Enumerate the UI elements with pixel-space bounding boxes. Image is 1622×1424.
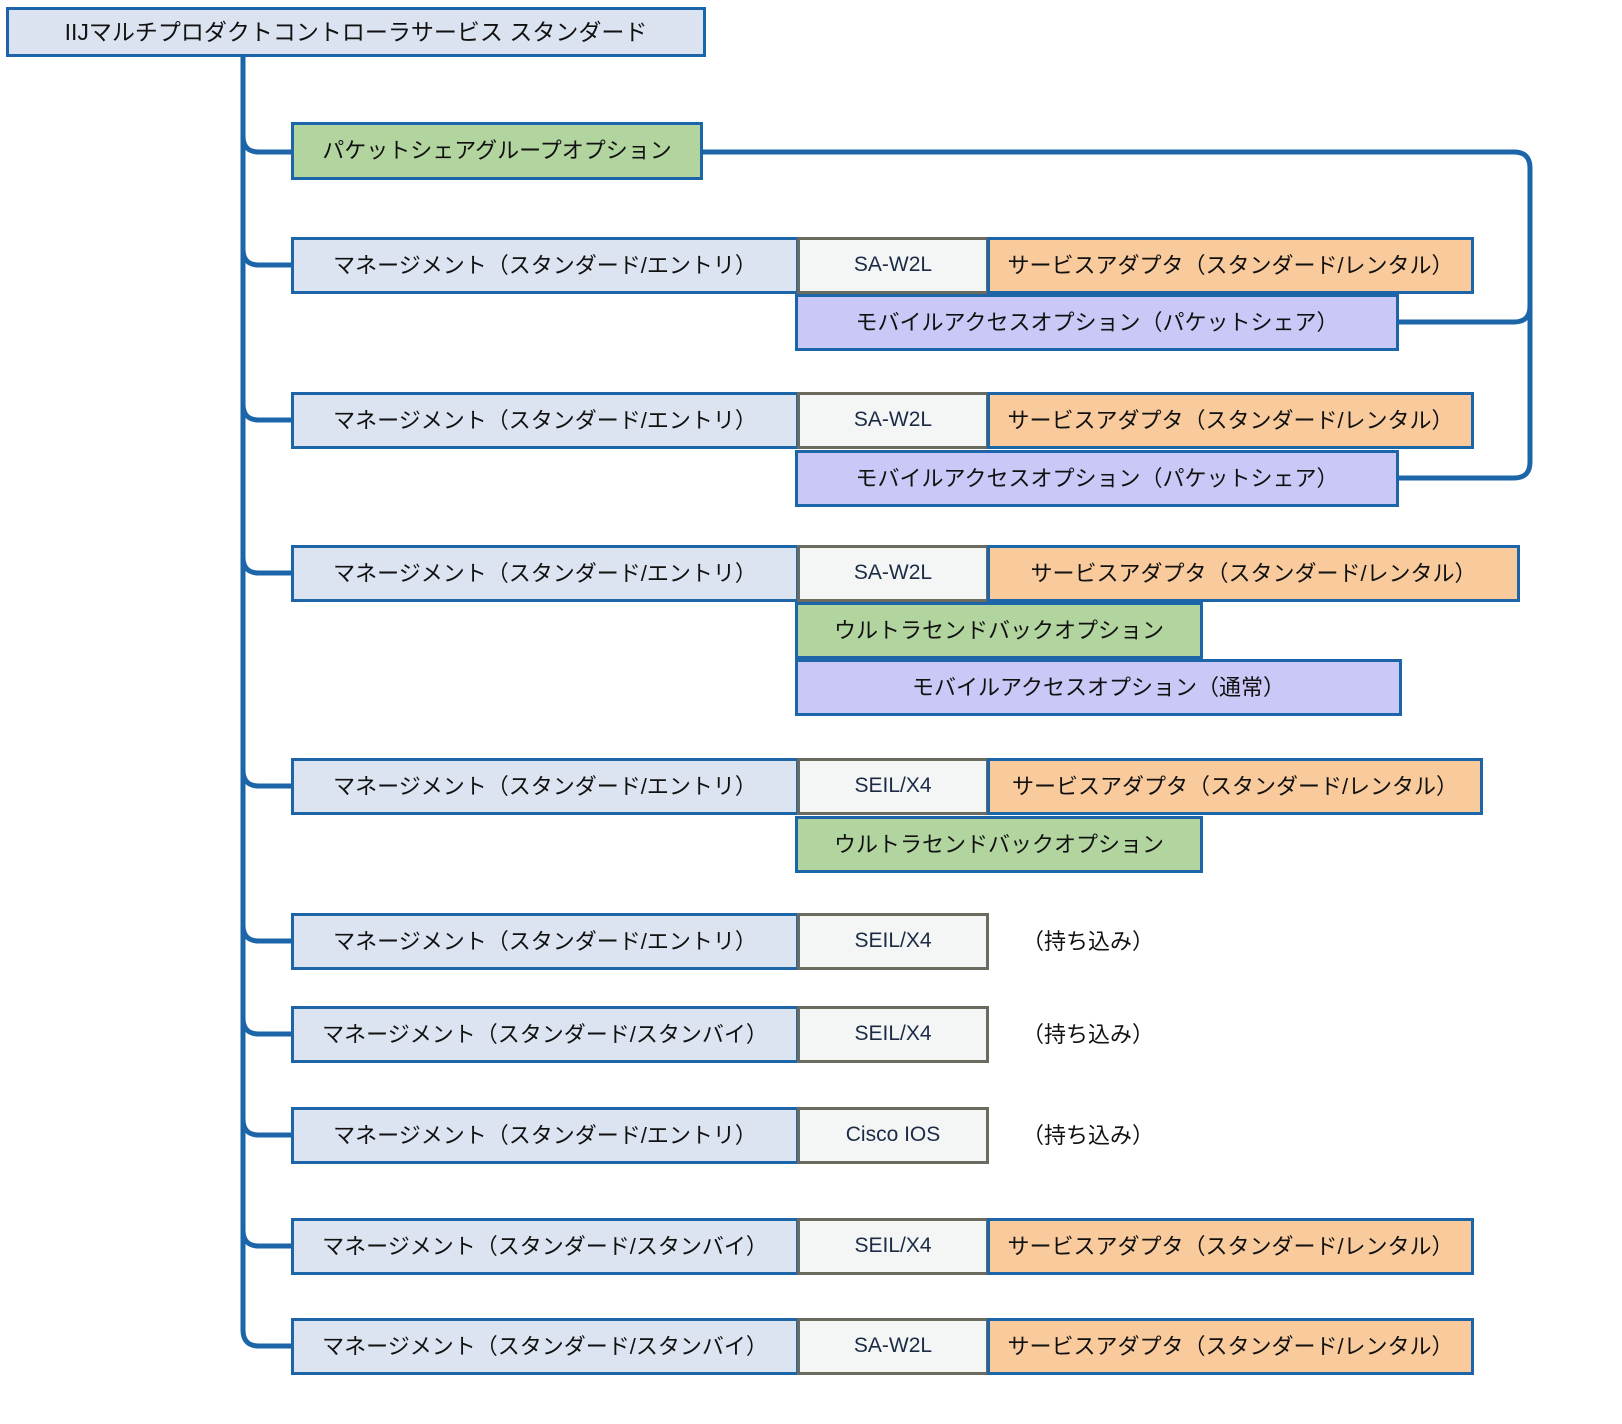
node-service-adapter-row-9[interactable]: サービスアダプタ（スタンダード/レンタル） [987,1318,1474,1375]
node-packet-share-group-option[interactable]: パケットシェアグループオプション [291,122,703,180]
node-management-row-3[interactable]: マネージメント（スタンダード/エントリ） [291,545,799,602]
node-mobile-access-option-row-2[interactable]: モバイルアクセスオプション（パケットシェア） [795,450,1399,507]
node-device-row-2[interactable]: SA-W2L [797,392,989,449]
node-device-row-1[interactable]: SA-W2L [797,237,989,294]
node-management-row-4[interactable]: マネージメント（スタンダード/エントリ） [291,758,799,815]
node-management-row-5[interactable]: マネージメント（スタンダード/エントリ） [291,913,799,970]
root-node[interactable]: IIJマルチプロダクトコントローラサービス スタンダード [6,7,706,57]
node-management-row-9[interactable]: マネージメント（スタンダード/スタンバイ） [291,1318,799,1375]
node-management-row-6[interactable]: マネージメント（スタンダード/スタンバイ） [291,1006,799,1063]
node-device-row-3[interactable]: SA-W2L [797,545,989,602]
node-ultra-send-back-option-row-3[interactable]: ウルトラセンドバックオプション [795,602,1203,659]
node-mobile-access-option-row-3[interactable]: モバイルアクセスオプション（通常） [795,659,1402,716]
node-device-row-4[interactable]: SEIL/X4 [797,758,989,815]
note-bring-in-row-7: （持ち込み） [1022,1122,1155,1148]
node-mobile-access-option-row-1[interactable]: モバイルアクセスオプション（パケットシェア） [795,294,1399,351]
node-device-row-9[interactable]: SA-W2L [797,1318,989,1375]
node-service-adapter-row-2[interactable]: サービスアダプタ（スタンダード/レンタル） [987,392,1474,449]
node-device-row-5[interactable]: SEIL/X4 [797,913,989,970]
node-device-row-6[interactable]: SEIL/X4 [797,1006,989,1063]
note-bring-in-row-5: （持ち込み） [1022,928,1155,954]
note-bring-in-row-6: （持ち込み） [1022,1021,1155,1047]
node-service-adapter-row-1[interactable]: サービスアダプタ（スタンダード/レンタル） [987,237,1474,294]
node-service-adapter-row-8[interactable]: サービスアダプタ（スタンダード/レンタル） [987,1218,1474,1275]
node-device-row-8[interactable]: SEIL/X4 [797,1218,989,1275]
node-device-row-7[interactable]: Cisco IOS [797,1107,989,1164]
node-management-row-2[interactable]: マネージメント（スタンダード/エントリ） [291,392,799,449]
node-service-adapter-row-4[interactable]: サービスアダプタ（スタンダード/レンタル） [987,758,1483,815]
node-management-row-8[interactable]: マネージメント（スタンダード/スタンバイ） [291,1218,799,1275]
node-service-adapter-row-3[interactable]: サービスアダプタ（スタンダード/レンタル） [987,545,1520,602]
node-ultra-send-back-option-row-4[interactable]: ウルトラセンドバックオプション [795,816,1203,873]
node-management-row-7[interactable]: マネージメント（スタンダード/エントリ） [291,1107,799,1164]
node-management-row-1[interactable]: マネージメント（スタンダード/エントリ） [291,237,799,294]
